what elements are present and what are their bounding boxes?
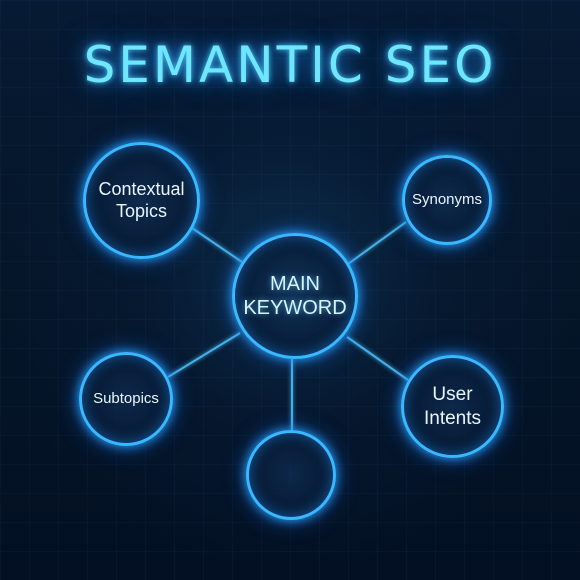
node-user-intents-label: User Intents (423, 384, 482, 429)
node-user-intents: User Intents (401, 355, 504, 458)
link-main-synonyms (347, 221, 407, 265)
node-main-keyword: MAIN KEYWORD (232, 233, 358, 359)
link-main-subtopics (167, 332, 241, 378)
node-main-keyword-label: MAIN KEYWORD (243, 272, 347, 319)
node-subtopics: Subtopics (79, 352, 173, 446)
link-main-contextual (191, 227, 243, 263)
node-contextual-topics: Contextual Topics (83, 142, 200, 259)
link-main-intents (346, 336, 409, 381)
node-synonyms: Synonyms (402, 155, 492, 245)
node-synonyms-label: Synonyms (411, 190, 483, 208)
node-subtopics-label: Subtopics (93, 389, 159, 407)
diagram-title: SEMANTIC SEO (83, 36, 497, 94)
node-contextual-topics-label: Contextual Topics (98, 178, 185, 221)
node-empty (246, 430, 336, 520)
